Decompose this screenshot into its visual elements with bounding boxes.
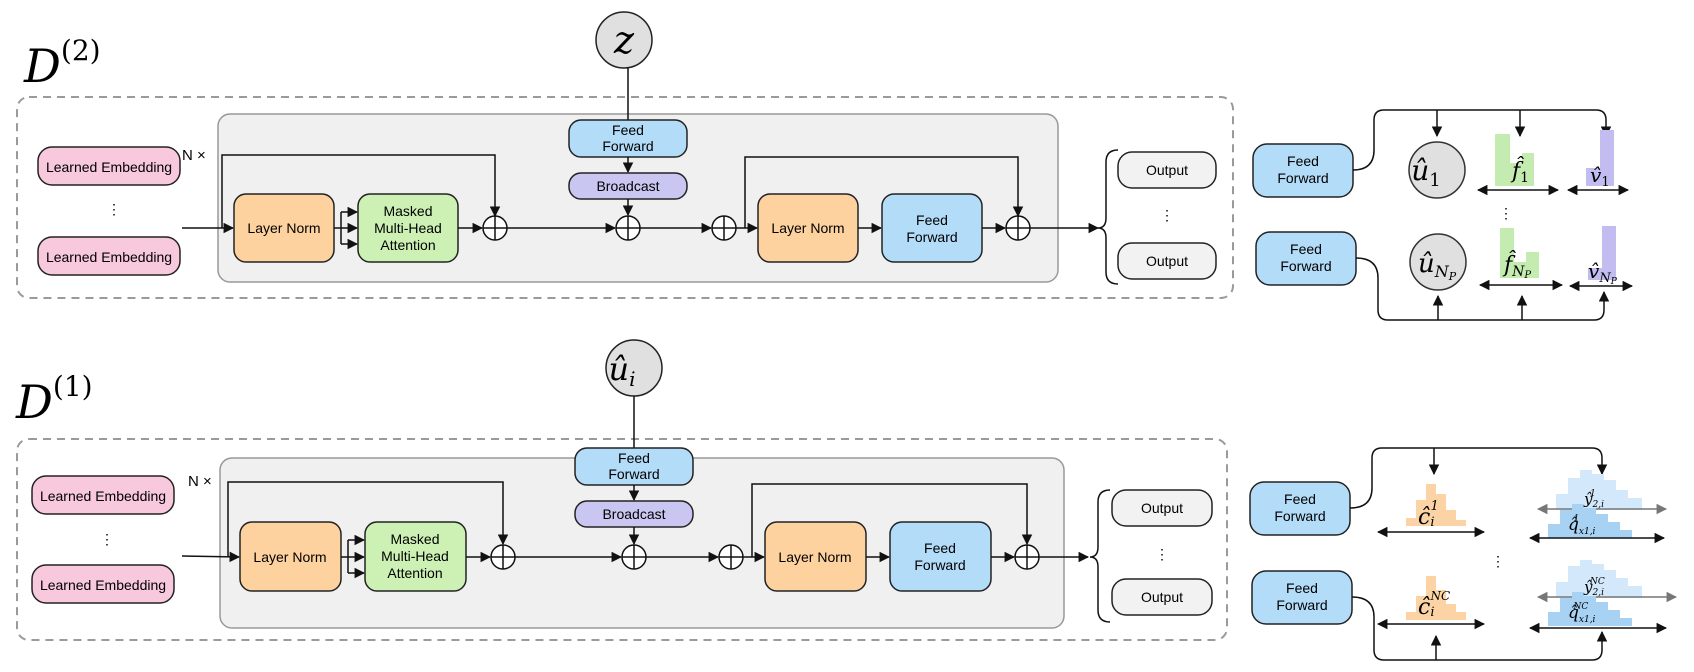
add-node-3 [711, 215, 737, 241]
add-node-1 [482, 215, 508, 241]
output-2 [1117, 242, 1217, 280]
d1-output-brace [1089, 489, 1111, 623]
bhead-ff-b-label-1: Feed [1286, 580, 1318, 596]
layer-norm-1-label: Layer Norm [247, 220, 320, 236]
cn-label: ĉiNC [1418, 589, 1450, 620]
decoder-d2: D(2) z Learned Embedding ⋮ Learned Embed… [16, 11, 1234, 299]
d1-embedding-dots: ⋮ [100, 531, 114, 547]
learned-embedding-1 [37, 146, 181, 186]
f1-histogram [1495, 134, 1534, 186]
head-ff-b-label-1: Feed [1290, 241, 1322, 257]
u1-node [1408, 141, 1466, 199]
head-ff-a-label-1: Feed [1287, 153, 1319, 169]
d1-output-2 [1111, 578, 1213, 616]
ui-input-label: ûi [608, 350, 635, 391]
d1-feed-forward-label-2: Forward [914, 557, 965, 573]
un-node [1409, 233, 1467, 291]
d1-learned-embedding-1 [31, 475, 175, 515]
d1-learned-embedding-2-label: Learned Embedding [40, 577, 166, 593]
u1-label: û1 [1411, 154, 1441, 191]
yn-label: ŷ2,iNC [1583, 577, 1605, 598]
bhead-ff-b-label-2: Forward [1276, 597, 1327, 613]
attention-label-3: Attention [380, 237, 435, 253]
fn-histogram [1500, 228, 1539, 278]
feed-forward-label-1: Feed [916, 212, 948, 228]
d1-attention-label-3: Attention [387, 565, 442, 581]
d1-layer-norm-1-label: Layer Norm [253, 549, 326, 565]
output-brace [1097, 149, 1119, 285]
d1-feed-forward-label-1: Feed [924, 540, 956, 556]
top-heads: Feed Forward û1 f̂1 v̂1 ⋮ Feed Forward û… [1252, 109, 1634, 321]
y1-label: ŷ2,i1 [1583, 489, 1604, 510]
broadcast-label: Broadcast [596, 178, 659, 194]
v1-label: v̂1 [1590, 163, 1610, 190]
repeat-label: N × [182, 147, 206, 164]
feed-forward-label-2: Forward [906, 229, 957, 245]
head-ff-a-label-2: Forward [1277, 170, 1328, 186]
d1-attention-label-2: Multi-Head [381, 548, 449, 564]
d1-add-node-1 [490, 544, 516, 570]
bhead-ff-a-label-2: Forward [1274, 508, 1325, 524]
bottom-heads-dots: ⋮ [1491, 553, 1505, 569]
decoder-d2-title: D(2) [23, 34, 101, 93]
d1-layer-norm-2-label: Layer Norm [778, 549, 851, 565]
decoder-d1-outer-frame [16, 438, 1228, 641]
feed-forward-block [881, 193, 983, 263]
d1-learned-embedding-1-label: Learned Embedding [40, 488, 166, 504]
attention-label-2: Multi-Head [374, 220, 442, 236]
z-feed-forward-label-1: Feed [612, 122, 644, 138]
decoder-d1-title: D(1) [15, 370, 93, 429]
d1-attention-label-1: Masked [390, 531, 439, 547]
c1-histogram [1406, 484, 1466, 526]
ui-feed-forward-label-1: Feed [618, 450, 650, 466]
add-node-4 [1005, 215, 1031, 241]
d1-add-node-4 [1014, 544, 1040, 570]
top-heads-dots: ⋮ [1499, 205, 1513, 221]
learned-embedding-1-label: Learned Embedding [46, 159, 172, 175]
un-label: ûNP [1418, 249, 1457, 283]
v1-histogram [1586, 130, 1614, 186]
qn-histogram [1548, 592, 1632, 626]
embedding-dots: ⋮ [107, 201, 121, 217]
output-2-label: Output [1146, 253, 1188, 269]
d1-output-2-label: Output [1141, 589, 1183, 605]
d1-broadcast-label: Broadcast [602, 506, 665, 522]
learned-embedding-2-label: Learned Embedding [46, 249, 172, 265]
head-ff-b-label-2: Forward [1280, 258, 1331, 274]
d1-add-node-2 [621, 544, 647, 570]
qn-label: q̂x1,iNC [1568, 602, 1596, 625]
d1-output-1-label: Output [1141, 500, 1183, 516]
add-node-2 [615, 215, 641, 241]
layer-norm-2-label: Layer Norm [771, 220, 844, 236]
output-1-label: Output [1146, 162, 1188, 178]
z-input-label: z [613, 18, 635, 62]
decoder-d1: D(1) ûi Learned Embedding ⋮ Learned Embe… [15, 339, 1228, 641]
cn-histogram [1406, 576, 1466, 620]
d1-repeat-label: N × [188, 473, 212, 490]
d1-output-dots: ⋮ [1155, 546, 1169, 562]
q1-label: q̂x1,i1 [1568, 514, 1596, 537]
z-input-node [595, 11, 653, 69]
c1-label: ĉi1 [1418, 499, 1439, 530]
attention-label-1: Masked [383, 203, 432, 219]
ui-feed-forward-label-2: Forward [608, 466, 659, 482]
decoder-d2-outer-frame [16, 96, 1234, 299]
output-1 [1117, 151, 1217, 189]
output-dots: ⋮ [1160, 207, 1174, 223]
learned-embedding-2 [37, 236, 181, 276]
bhead-ff-a-label-1: Feed [1284, 491, 1316, 507]
d1-output-1 [1111, 489, 1213, 527]
vn-histogram [1588, 226, 1616, 280]
bottom-heads: Feed Forward ĉi1 [1249, 447, 1678, 661]
d1-learned-embedding-2 [31, 564, 175, 604]
d1-add-node-3 [718, 544, 744, 570]
z-feed-forward-label-2: Forward [602, 138, 653, 154]
